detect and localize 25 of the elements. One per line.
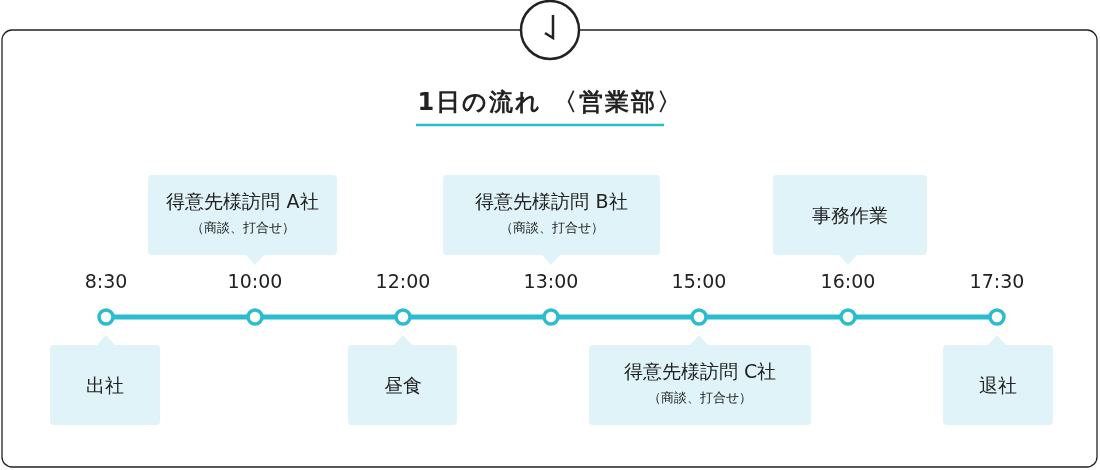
- time-label: 17:30: [968, 270, 1026, 292]
- speech-bubble: [589, 335, 811, 425]
- time-label: 16:00: [819, 270, 877, 292]
- time-label: 8:30: [83, 270, 129, 292]
- time-label: 15:00: [670, 270, 728, 292]
- speech-bubble: [773, 175, 927, 265]
- bubble-note: （商談、打合せ）: [647, 389, 753, 407]
- bubble-note: （商談、打合せ）: [189, 219, 296, 237]
- bubble-heading: 事務作業: [811, 203, 889, 228]
- bubble-heading: 昼食: [382, 373, 423, 398]
- bubble-heading: 退社: [978, 373, 1018, 398]
- bubble-heading: 得意先様訪問 C社: [622, 359, 778, 384]
- title: 1日の流れ 〈営業部〉: [416, 87, 684, 118]
- time-label: 10:00: [226, 270, 284, 292]
- bubble-heading: 出社: [85, 373, 125, 398]
- speech-bubble: [50, 335, 160, 425]
- speech-bubble: [443, 175, 660, 265]
- bubble-heading: 得意先様訪問 A社: [165, 189, 320, 214]
- time-label: 12:00: [374, 270, 432, 292]
- speech-bubble: [148, 175, 337, 265]
- speech-bubble: [943, 335, 1053, 425]
- bubble-note: （商談、打合せ）: [498, 219, 605, 237]
- bubble-heading: 得意先様訪問 B社: [474, 189, 629, 214]
- speech-bubble: [348, 335, 457, 425]
- time-label: 13:00: [522, 270, 580, 292]
